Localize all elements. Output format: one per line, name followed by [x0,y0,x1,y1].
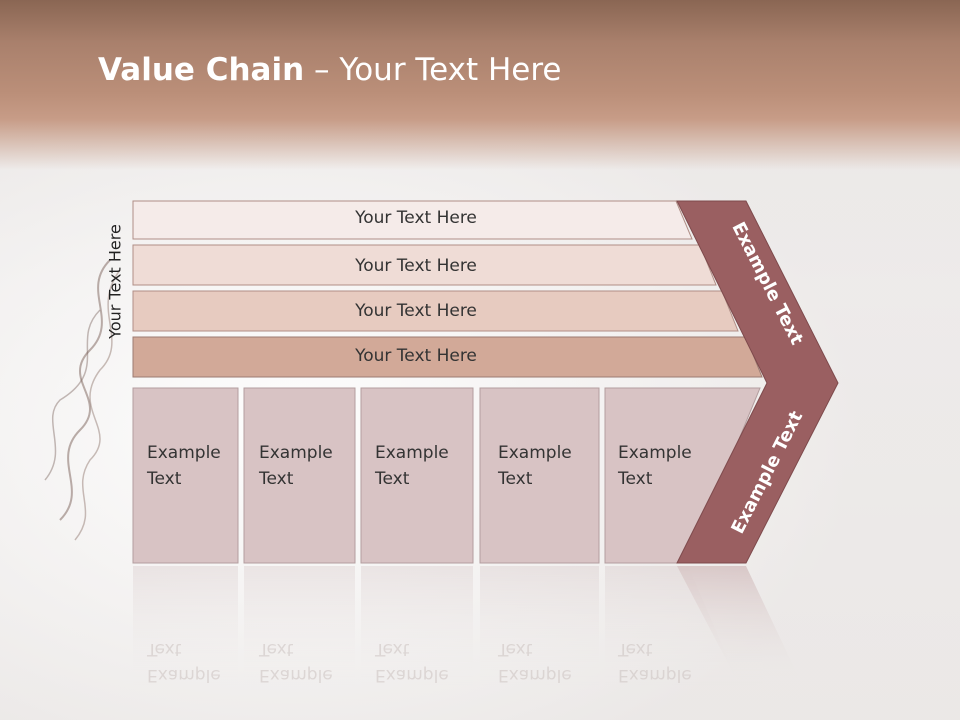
bar-4-label: Your Text Here [355,346,477,366]
bar-3 [132,290,739,332]
bar-4 [132,336,763,378]
bar-1-label: Your Text Here [355,208,477,228]
bar-2 [132,244,717,286]
box-4 [479,387,600,564]
bar-2-label: Your Text Here [355,256,477,276]
box-1 [132,387,239,564]
box-2 [243,387,356,564]
hair-decoration [44,259,121,541]
title-bold: Value Chain [98,52,305,88]
bar-1 [132,200,693,240]
page-title: Value Chain – Your Text Here [98,52,561,88]
reflection [133,566,800,686]
header-band [0,0,960,170]
box-3 [360,387,474,564]
chevron-arrow [676,200,839,564]
vertical-axis-label: Your Text Here [105,224,125,339]
bar-3-label: Your Text Here [355,301,477,321]
title-rest: – Your Text Here [304,52,562,88]
